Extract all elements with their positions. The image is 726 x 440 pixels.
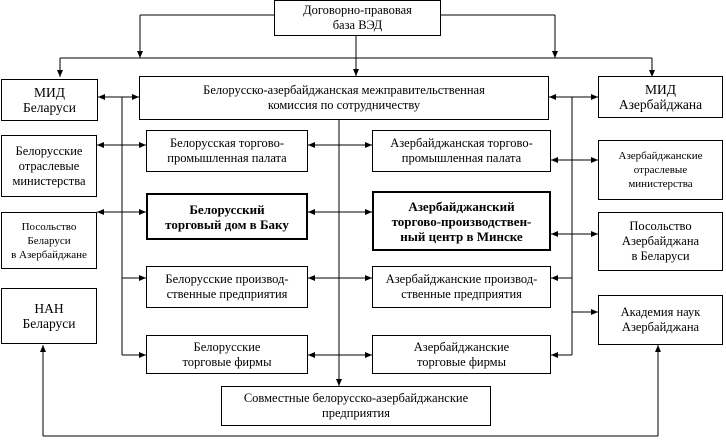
- mid-azerbaijan-box: МИД Азербайджана: [598, 76, 723, 118]
- tradehouse-belarus-box: Белорусский торговый дом в Баку: [146, 193, 308, 240]
- chamber-azerbaijan-box: Азербайджанская торгово- промышленная па…: [372, 130, 551, 172]
- ministries-belarus-box: Белорусские отраслевые министерства: [1, 135, 97, 197]
- base-ved-box: Договорно-правовая база ВЭД: [274, 0, 441, 36]
- ministries-azerbaijan-box: Азербайджанские отраслевые министерства: [598, 140, 723, 200]
- center-azerbaijan-box: Азербайджанский торгово-производствен- н…: [372, 191, 551, 251]
- embassy-azerbaijan-box: Посольство Азербайджана в Беларуси: [598, 212, 723, 271]
- firms-belarus-box: Белорусские торговые фирмы: [146, 335, 308, 374]
- enterprises-azerbaijan-box: Азербайджанские производ- ственные предп…: [372, 266, 551, 308]
- chamber-belarus-box: Белорусская торгово- промышленная палата: [146, 130, 308, 172]
- mid-belarus-box: МИД Беларуси: [1, 79, 98, 121]
- commission-box: Белорусско-азербайджанская межправительс…: [139, 76, 549, 120]
- joint-enterprises-box: Совместные белорусско-азербайджанские пр…: [221, 386, 491, 426]
- academy-azerbaijan-box: Академия наук Азербайджана: [598, 295, 723, 345]
- nan-belarus-box: НАН Беларуси: [1, 288, 97, 344]
- firms-azerbaijan-box: Азербайджанские торговые фирмы: [372, 335, 551, 374]
- embassy-belarus-box: Посольство Беларуси в Азербайджане: [1, 212, 97, 269]
- enterprises-belarus-box: Белорусские производ- ственные предприят…: [146, 266, 308, 308]
